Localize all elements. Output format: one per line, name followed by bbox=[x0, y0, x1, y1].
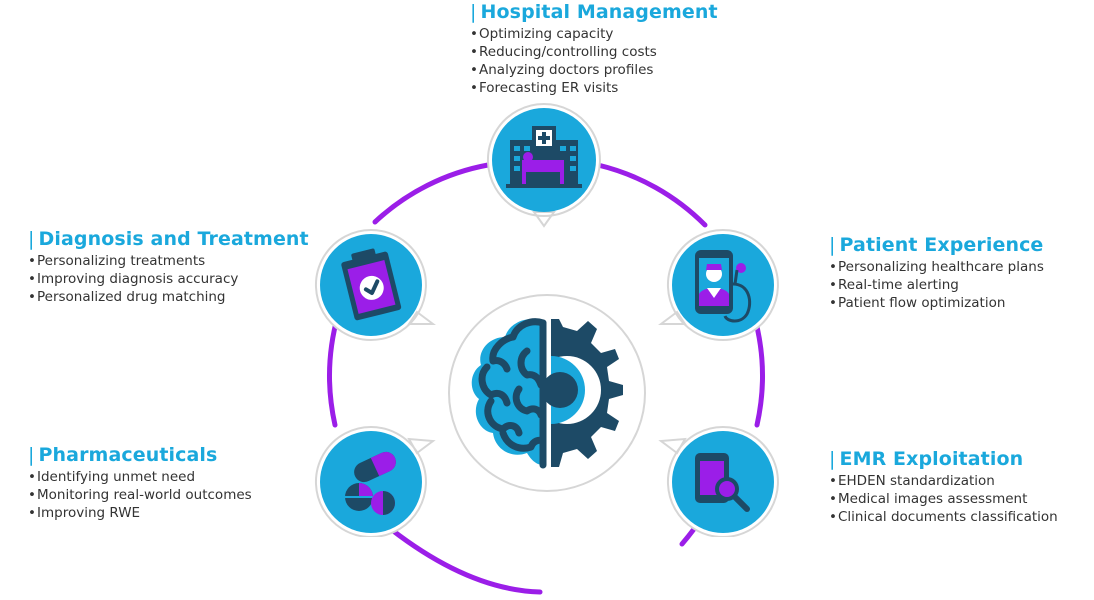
pharma-list: Identifying unmet need Monitoring real-w… bbox=[28, 468, 252, 522]
pills-icon bbox=[314, 426, 436, 538]
diagnosis-section: |Diagnosis and Treatment Personalizing t… bbox=[28, 227, 309, 306]
list-item: Reducing/controlling costs bbox=[470, 43, 718, 61]
list-item: Medical images assessment bbox=[829, 490, 1058, 508]
pharma-bubble bbox=[313, 423, 439, 538]
list-item: Analyzing doctors profiles bbox=[470, 61, 718, 79]
list-item: Optimizing capacity bbox=[470, 25, 718, 43]
hospital-icon bbox=[486, 103, 601, 228]
list-item: Identifying unmet need bbox=[28, 468, 252, 486]
list-item: Monitoring real-world outcomes bbox=[28, 486, 252, 504]
patient-bubble bbox=[655, 228, 781, 342]
center-bubble bbox=[447, 293, 647, 493]
list-item: Real-time alerting bbox=[829, 276, 1044, 294]
list-item: Personalizing healthcare plans bbox=[829, 258, 1044, 276]
brain-gear-icon bbox=[448, 294, 646, 492]
hospital-section: |Hospital Management Optimizing capacity… bbox=[470, 0, 718, 97]
emr-list: EHDEN standardization Medical images ass… bbox=[829, 472, 1058, 526]
list-item: Personalized drug matching bbox=[28, 288, 309, 306]
diagnosis-bubble bbox=[313, 228, 439, 342]
pharma-section: |Pharmaceuticals Identifying unmet need … bbox=[28, 443, 252, 522]
emr-title: |EMR Exploitation bbox=[829, 448, 1024, 470]
hospital-bubble bbox=[482, 100, 606, 228]
clipboard-check-icon bbox=[314, 229, 436, 341]
patient-title: |Patient Experience bbox=[829, 234, 1044, 256]
document-search-icon bbox=[658, 426, 779, 538]
emr-bubble bbox=[655, 423, 781, 538]
hospital-list: Optimizing capacity Reducing/controlling… bbox=[470, 25, 718, 97]
list-item: Forecasting ER visits bbox=[470, 79, 718, 97]
list-item: Patient flow optimization bbox=[829, 294, 1044, 312]
patient-section: |Patient Experience Personalizing health… bbox=[829, 233, 1044, 312]
patient-list: Personalizing healthcare plans Real-time… bbox=[829, 258, 1044, 312]
doctor-phone-icon bbox=[658, 229, 779, 341]
diagnosis-title: |Diagnosis and Treatment bbox=[28, 228, 309, 250]
hospital-title: |Hospital Management bbox=[470, 1, 718, 23]
list-item: Personalizing treatments bbox=[28, 252, 309, 270]
diagnosis-list: Personalizing treatments Improving diagn… bbox=[28, 252, 309, 306]
list-item: Improving diagnosis accuracy bbox=[28, 270, 309, 288]
list-item: Clinical documents classification bbox=[829, 508, 1058, 526]
emr-section: |EMR Exploitation EHDEN standardization … bbox=[829, 447, 1058, 526]
pharma-title: |Pharmaceuticals bbox=[28, 444, 218, 466]
list-item: EHDEN standardization bbox=[829, 472, 1058, 490]
list-item: Improving RWE bbox=[28, 504, 252, 522]
